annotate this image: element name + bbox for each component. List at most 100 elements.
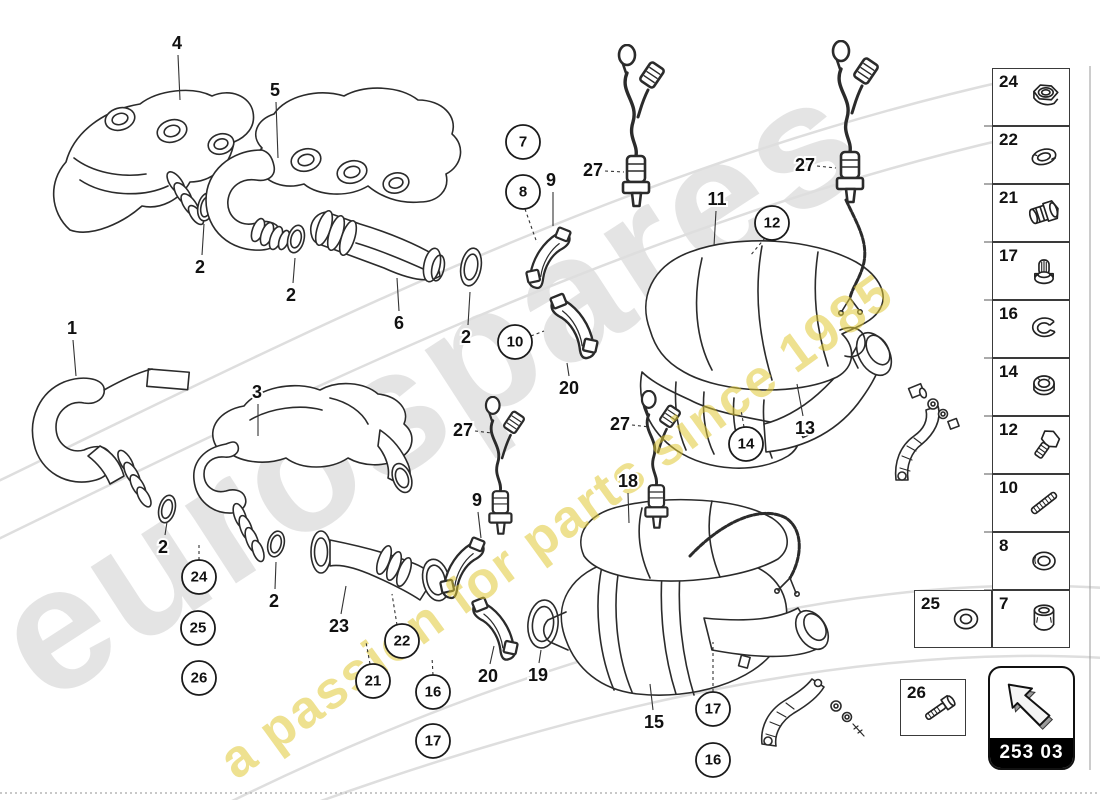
part-callout-24[interactable]: 24 [181, 559, 217, 595]
callout-leader-line [396, 277, 400, 312]
callout-number: 14 [738, 436, 755, 453]
part-callout-2[interactable]: 2 [156, 535, 170, 559]
callout-number: 17 [425, 733, 442, 750]
callout-circle [754, 205, 790, 241]
page-frame-lines [0, 66, 1100, 794]
part-callout-18[interactable]: 18 [616, 469, 640, 493]
legend-cell-10[interactable]: 10 [992, 474, 1070, 532]
callout-leader-line [274, 561, 277, 590]
callout-leader-line [72, 339, 77, 377]
part-callout-27[interactable]: 27 [581, 158, 605, 182]
callout-circle [695, 742, 731, 778]
legend-cell-17[interactable]: 17 [992, 242, 1070, 300]
part-callout-20[interactable]: 20 [557, 376, 581, 400]
part-callout-1[interactable]: 1 [65, 316, 79, 340]
legend-cell-25[interactable]: 25 [914, 590, 992, 648]
callout-number: 27 [610, 414, 630, 434]
part-callout-17[interactable]: 17 [415, 723, 451, 759]
legend-cell-21[interactable]: 21 [992, 184, 1070, 242]
part-callout-17[interactable]: 17 [695, 691, 731, 727]
legend-cell-24[interactable]: 24 [992, 68, 1070, 126]
part-callout-11[interactable]: 11 [705, 187, 728, 211]
callout-leader-line [566, 362, 570, 377]
part-callout-26[interactable]: 26 [181, 660, 217, 696]
exhaust-manifold-part3 [193, 382, 413, 563]
legend-cell-number: 8 [999, 536, 1009, 555]
legend-cell-number: 21 [999, 188, 1018, 207]
part-callout-9[interactable]: 9 [470, 488, 484, 512]
callout-number: 16 [425, 684, 442, 701]
part-callout-8[interactable]: 8 [505, 174, 541, 210]
part-callout-16[interactable]: 16 [415, 674, 451, 710]
callout-leader-line [275, 101, 279, 159]
part-callout-13[interactable]: 13 [793, 416, 817, 440]
callout-circle [415, 723, 451, 759]
hanger-strap-upper [894, 382, 960, 481]
callout-number: 19 [528, 665, 548, 685]
part-callout-19[interactable]: 19 [526, 663, 550, 687]
gasket-ring-part2-e [266, 530, 286, 558]
legend-cell-7[interactable]: 7 [992, 590, 1070, 648]
legend-cell-8[interactable]: 8 [992, 532, 1070, 590]
callout-leader-line [524, 208, 538, 244]
gasket-ring-part2-d [157, 494, 177, 524]
seal-ring-part19 [527, 599, 559, 649]
callout-leader-line [816, 165, 837, 169]
callout-leader-line [201, 223, 205, 256]
gasket-ring-part2-b [286, 224, 306, 254]
part-callout-10[interactable]: 10 [497, 324, 533, 360]
part-callout-27[interactable]: 27 [451, 418, 475, 442]
legend-cell-16[interactable]: 16 [992, 300, 1070, 358]
callout-number: 2 [461, 327, 471, 347]
callout-circle [505, 174, 541, 210]
callout-leader-line [649, 683, 654, 711]
section-code-badge[interactable]: 253 03 [988, 666, 1075, 770]
part-callout-25[interactable]: 25 [180, 610, 216, 646]
part-callout-9[interactable]: 9 [544, 168, 558, 192]
callout-leader-line [749, 237, 766, 257]
part-callout-27[interactable]: 27 [793, 153, 817, 177]
part-callout-12[interactable]: 12 [754, 205, 790, 241]
part-callout-4[interactable]: 4 [170, 31, 184, 55]
callout-number: 4 [172, 33, 182, 53]
part-callout-5[interactable]: 5 [268, 78, 282, 102]
legend-cell-number: 22 [999, 130, 1018, 149]
callout-leader-line [538, 649, 542, 664]
part-callout-2[interactable]: 2 [284, 283, 298, 307]
flex-pipe-part6 [310, 209, 446, 283]
callout-number: 26 [191, 670, 208, 687]
part-callout-2[interactable]: 2 [267, 589, 281, 613]
part-callout-7[interactable]: 7 [505, 124, 541, 160]
part-callout-15[interactable]: 15 [642, 710, 666, 734]
part-callout-6[interactable]: 6 [392, 311, 406, 335]
part-callout-14[interactable]: 14 [728, 426, 764, 462]
callout-circle [180, 610, 216, 646]
hanger-strap-lower [760, 678, 865, 747]
legend-cell-14[interactable]: 14 [992, 358, 1070, 416]
callout-leader-line [431, 656, 434, 676]
callout-number: 20 [478, 666, 498, 686]
legend-cell-12[interactable]: 12 [992, 416, 1070, 474]
part-callout-2[interactable]: 2 [459, 325, 473, 349]
callout-leader-line [489, 645, 495, 665]
legend-cell-number: 10 [999, 478, 1018, 497]
part-callout-3[interactable]: 3 [250, 380, 264, 404]
part-callout-22[interactable]: 22 [384, 623, 420, 659]
part-callout-27[interactable]: 27 [608, 412, 632, 436]
legend-cell-22[interactable]: 22 [992, 126, 1070, 184]
callout-number: 23 [329, 616, 349, 636]
callout-number: 9 [472, 490, 482, 510]
part-callout-21[interactable]: 21 [355, 663, 391, 699]
callout-number: 17 [705, 701, 722, 718]
legend-cell-26[interactable]: 26 [900, 679, 966, 736]
part-callout-20[interactable]: 20 [476, 664, 500, 688]
part-callout-2[interactable]: 2 [193, 255, 207, 279]
part-callout-23[interactable]: 23 [327, 614, 351, 638]
callout-number: 27 [583, 160, 603, 180]
connecting-pipe-part23 [310, 530, 451, 602]
callout-leader-line [477, 511, 482, 539]
callout-number: 21 [365, 673, 382, 690]
part-callout-16[interactable]: 16 [695, 742, 731, 778]
callout-circle [695, 691, 731, 727]
